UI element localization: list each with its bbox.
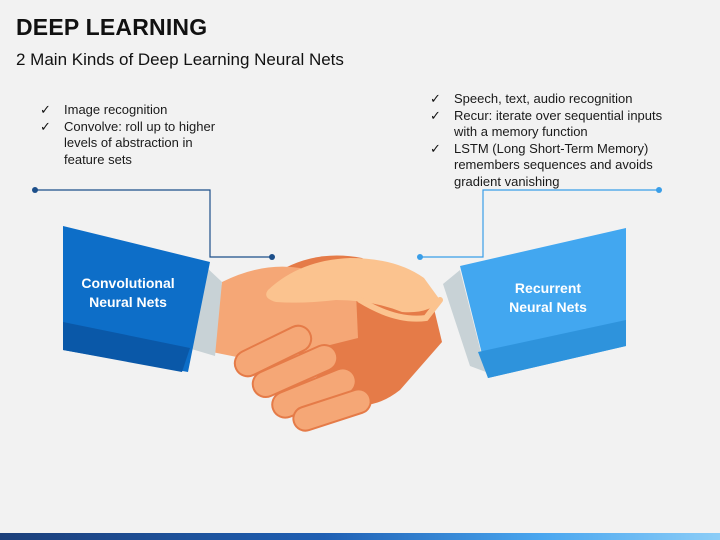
- check-icon: ✓: [40, 102, 51, 117]
- bottom-accent-bar: [0, 533, 720, 540]
- rnn-label: Recurrent Neural Nets: [509, 280, 587, 315]
- handshake-icon: [212, 255, 443, 432]
- finger-2: [251, 343, 339, 399]
- check-icon: ✓: [430, 91, 441, 106]
- cnn-bullet-list: ✓Image recognition ✓Convolve: roll up to…: [40, 102, 230, 168]
- left-connector: [32, 187, 275, 260]
- list-item: ✓Speech, text, audio recognition: [430, 91, 633, 106]
- rnn-bullet-list: ✓Speech, text, audio recognition ✓Recur:…: [430, 91, 680, 190]
- right-sleeve: [443, 228, 626, 378]
- thumb: [266, 258, 440, 313]
- list-item: ✓Recur: iterate over sequential inputs w…: [430, 107, 663, 140]
- list-item: ✓Image recognition: [40, 102, 168, 117]
- page-title: DEEP LEARNING: [16, 14, 208, 40]
- list-item: ✓LSTM (Long Short-Term Memory) remembers…: [430, 140, 653, 189]
- page-subtitle: 2 Main Kinds of Deep Learning Neural Net…: [16, 50, 344, 69]
- left-sleeve: [63, 226, 222, 372]
- cnn-label: Convolutional Neural Nets: [81, 275, 175, 310]
- check-icon: ✓: [430, 140, 441, 156]
- list-item: ✓Convolve: roll up to higher levels of a…: [40, 118, 216, 167]
- finger-4: [292, 388, 372, 432]
- right-connector: [417, 187, 662, 260]
- finger-1: [233, 324, 313, 378]
- check-icon: ✓: [40, 118, 51, 134]
- check-icon: ✓: [430, 107, 441, 123]
